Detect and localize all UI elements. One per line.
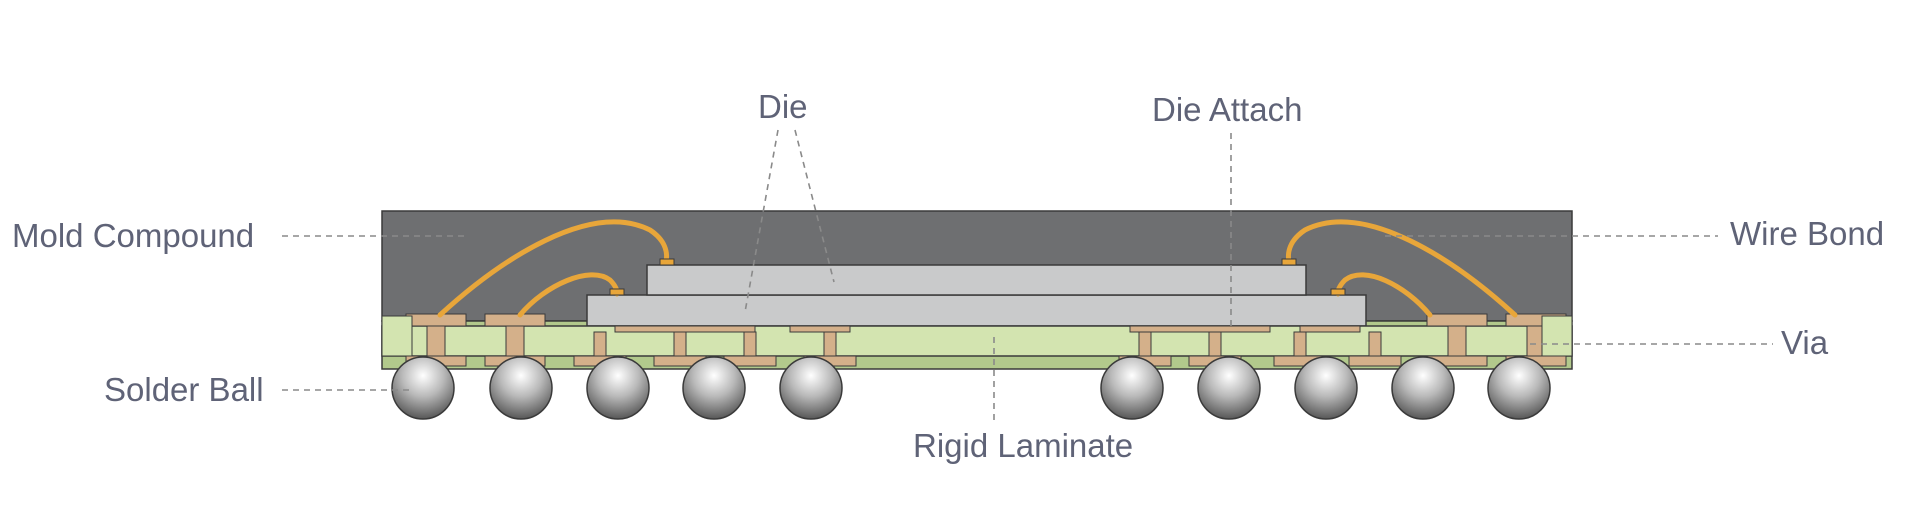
labels: Mold Compound Die Die Attach Wire Bond V… — [12, 88, 1884, 464]
solder-balls — [391, 356, 1551, 420]
copper-trace — [1299, 325, 1361, 333]
leader-die-1 — [744, 129, 779, 313]
via-top-pad — [1426, 313, 1488, 327]
solder-ball — [586, 356, 650, 420]
copper-trace — [1129, 325, 1271, 333]
laminate-edge — [1541, 315, 1573, 357]
copper-trace — [789, 325, 851, 333]
die-lower — [586, 294, 1367, 327]
solder-ball — [1100, 356, 1164, 420]
label-solder-ball: Solder Ball — [104, 371, 264, 408]
via — [1293, 331, 1307, 357]
solder-ball — [1487, 356, 1551, 420]
via — [426, 325, 446, 357]
solder-ball — [1391, 356, 1455, 420]
label-die-attach: Die Attach — [1152, 91, 1302, 128]
wire-bond-pads — [609, 258, 1346, 296]
label-via: Via — [1781, 324, 1829, 361]
via-top-pad — [405, 313, 467, 327]
leader-lines — [282, 129, 1773, 425]
wire-bond-right-outer — [1285, 219, 1518, 318]
via — [1368, 331, 1382, 357]
solder-ball — [489, 356, 553, 420]
label-mold-compound: Mold Compound — [12, 217, 254, 254]
solder-ball — [391, 356, 455, 420]
leader-die-2 — [794, 129, 835, 283]
via — [673, 331, 687, 357]
laminate-edge — [381, 315, 413, 357]
via — [505, 325, 525, 357]
copper-trace — [614, 325, 756, 333]
die-upper — [646, 264, 1307, 296]
label-wire-bond: Wire Bond — [1730, 215, 1884, 252]
label-die: Die — [758, 88, 808, 125]
via-top-pad — [484, 313, 546, 327]
label-rigid-laminate: Rigid Laminate — [913, 427, 1133, 464]
via — [593, 331, 607, 357]
via — [743, 331, 757, 357]
via — [1138, 331, 1152, 357]
laminate-band — [381, 325, 1573, 357]
via — [823, 331, 837, 357]
solder-ball — [1294, 356, 1358, 420]
solder-ball — [1197, 356, 1261, 420]
via-bottom-pad — [1348, 355, 1402, 367]
via — [1208, 331, 1222, 357]
via — [1447, 325, 1467, 357]
wire-bond-left-outer — [437, 219, 670, 318]
solder-ball — [682, 356, 746, 420]
solder-ball — [779, 356, 843, 420]
